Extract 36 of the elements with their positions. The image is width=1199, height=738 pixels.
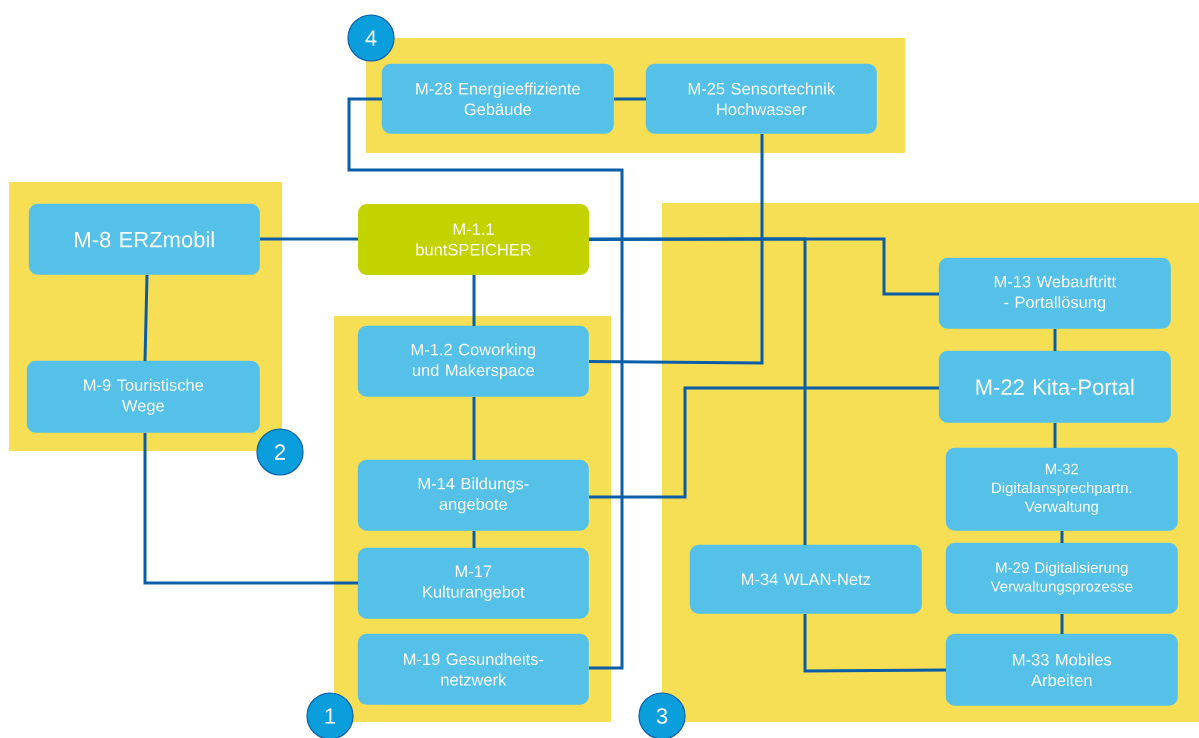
number-badge: 2	[256, 428, 304, 476]
connector-line	[347, 97, 624, 670]
connector-line	[1053, 423, 1057, 448]
highlight-box: M-1.1 buntSPEICHER	[358, 204, 589, 275]
connector-line	[589, 237, 807, 545]
process-box: M-28 Energieeffiziente Gebäude	[381, 63, 614, 134]
number-badge: 4	[347, 14, 395, 62]
process-box: M-32 Digitalansprechpartn. Verwaltung	[945, 447, 1178, 531]
connector-line	[143, 433, 358, 585]
connector-line	[472, 531, 476, 548]
connector-line	[260, 237, 358, 241]
connector-line	[589, 237, 939, 296]
process-box: M-19 Gesundheits- netzwerk	[357, 633, 589, 705]
process-box: M-22 Kita-Portal	[938, 350, 1171, 423]
process-box: M-9 Touristische Wege	[26, 360, 260, 433]
process-box: M-33 Mobiles Arbeiten	[945, 633, 1178, 706]
process-box: M-34 WLAN-Netz	[689, 544, 922, 614]
connector-line	[1060, 531, 1064, 543]
connector-line	[614, 97, 646, 101]
connector-line	[1060, 614, 1064, 634]
process-box: M-25 Sensortechnik Hochwasser	[645, 63, 877, 134]
number-badge: 1	[306, 692, 354, 738]
process-box: M-8 ERZmobil	[28, 203, 260, 275]
connector-line	[143, 274, 149, 362]
number-badge: 3	[638, 692, 686, 738]
process-box: M-29 Digitalisierung Verwaltungsprozesse	[945, 542, 1178, 614]
connector-line	[1053, 329, 1057, 351]
process-box: M-13 Webauftritt - Portallösung	[938, 257, 1171, 329]
connector-line	[589, 134, 764, 365]
process-box: M-17 Kulturangebot	[357, 547, 589, 619]
connector-line	[803, 614, 947, 673]
connector-line	[472, 397, 476, 460]
connector-line	[589, 386, 939, 499]
process-box: M-14 Bildungs- angebote	[357, 459, 589, 531]
process-box: M-1.2 Coworking und Makerspace	[357, 325, 589, 397]
connector-line	[472, 275, 476, 326]
